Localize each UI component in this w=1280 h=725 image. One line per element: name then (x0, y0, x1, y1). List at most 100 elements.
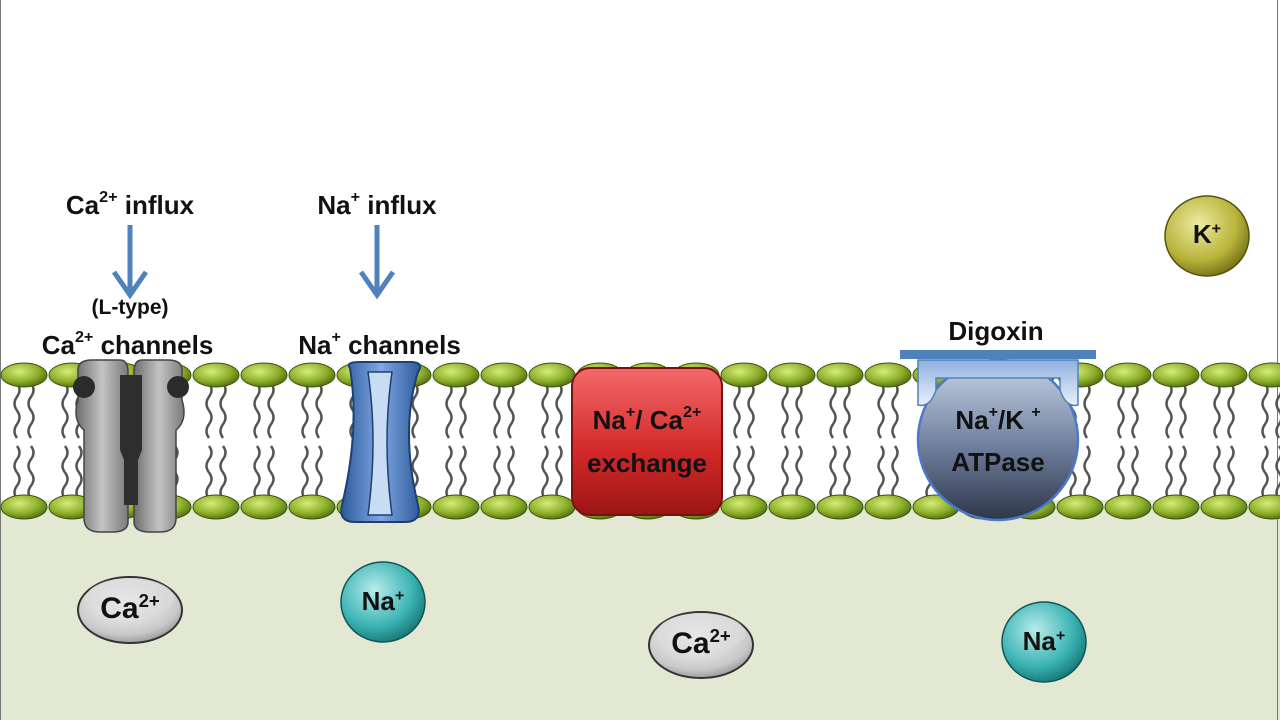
lipid-tail (461, 383, 466, 438)
lipid-head (481, 495, 527, 519)
lipid-head (865, 495, 911, 519)
exchanger-label-line1: Na+/ Ca2+ (572, 405, 722, 436)
lipid-head (721, 363, 767, 387)
lipid-tail (1085, 383, 1090, 438)
lipid-tail (1263, 383, 1268, 438)
lipid-head (865, 363, 911, 387)
lipid-head (769, 363, 815, 387)
lipid-head (529, 495, 575, 519)
lipid-tail (207, 446, 212, 499)
lipid-head (193, 363, 239, 387)
lipid-tail (543, 446, 548, 499)
lipid-head (1249, 363, 1280, 387)
ca-ion-2-label: Ca2+ (655, 627, 747, 661)
digoxin-bar (900, 350, 1096, 359)
lipid-head (817, 363, 863, 387)
atpase-label-line2: ATPase (928, 447, 1068, 478)
na-channel (341, 362, 420, 522)
cytoplasm-region (0, 500, 1280, 720)
lipid-tail (783, 446, 788, 499)
lipid-head (1, 363, 47, 387)
lipid-tail (1263, 446, 1268, 499)
lipid-tail (557, 383, 562, 438)
lipid-head (193, 495, 239, 519)
lipid-tail (509, 446, 514, 499)
lipid-tail (63, 446, 68, 499)
lipid-tail (15, 383, 20, 438)
ca-channels-label: Ca2+ channels (20, 330, 235, 361)
lipid-tail (1167, 383, 1172, 438)
lipid-tail (269, 446, 274, 499)
lipid-head (1057, 495, 1103, 519)
lipid-head (1201, 495, 1247, 519)
lipid-tail (1119, 446, 1124, 499)
lipid-tail (797, 446, 802, 499)
lipid-tail (303, 383, 308, 438)
lipid-tail (1215, 446, 1220, 499)
lipid-head (769, 495, 815, 519)
lipid-head (1, 495, 47, 519)
lipid-tail (1167, 446, 1172, 499)
lipid-head (1153, 495, 1199, 519)
lipid-tail (893, 383, 898, 438)
lipid-tail (557, 446, 562, 499)
ca-influx-label: Ca2+ influx (50, 190, 210, 221)
lipid-head (721, 495, 767, 519)
lipid-tail (1215, 383, 1220, 438)
na-ion-2-label: Na+ (1004, 626, 1084, 657)
lipid-tail (1133, 383, 1138, 438)
lipid-head (289, 495, 335, 519)
lipid-tail (1181, 383, 1186, 438)
lipid-tail (735, 446, 740, 499)
lipid-tail (1229, 383, 1234, 438)
lipid-tail (15, 446, 20, 499)
ca-ion-1-label: Ca2+ (84, 592, 176, 626)
lipid-tail (509, 383, 514, 438)
lipid-tail (1119, 383, 1124, 438)
na-ca-exchanger-box (572, 368, 722, 515)
lipid-head (1201, 363, 1247, 387)
lipid-head (817, 495, 863, 519)
lipid-tail (77, 446, 82, 499)
lipid-tail (221, 383, 226, 438)
l-type-label: (L-type) (70, 296, 190, 320)
lipid-head (1153, 363, 1199, 387)
lipid-tail (831, 383, 836, 438)
digoxin-label: Digoxin (926, 316, 1066, 347)
k-ion-label: K+ (1172, 219, 1242, 250)
lipid-tail (543, 383, 548, 438)
lipid-tail (447, 383, 452, 438)
lipid-head (241, 363, 287, 387)
lipid-tail (783, 383, 788, 438)
lipid-tail (495, 383, 500, 438)
lipid-tail (845, 383, 850, 438)
lipid-tail (495, 446, 500, 499)
lipid-tail (749, 446, 754, 499)
lipid-tail (317, 446, 322, 499)
lipid-tail (879, 383, 884, 438)
lipid-tail (221, 446, 226, 499)
lipid-tail (735, 383, 740, 438)
atpase-label-line1: Na+/K + (928, 405, 1068, 436)
na-channels-label: Na+ channels (277, 330, 482, 361)
lipid-head (289, 363, 335, 387)
lipid-tail (461, 446, 466, 499)
lipid-head (241, 495, 287, 519)
lipid-head (1105, 495, 1151, 519)
lipid-tail (29, 383, 34, 438)
lipid-tail (255, 383, 260, 438)
lipid-tail (845, 446, 850, 499)
na-influx-label: Na+ influx (297, 190, 457, 221)
lipid-tail (1133, 446, 1138, 499)
lipid-head (433, 495, 479, 519)
lipid-tail (1229, 446, 1234, 499)
lipid-tail (749, 383, 754, 438)
lipid-tail (831, 446, 836, 499)
na-k-atpase-body (918, 360, 1078, 520)
lipid-tail (447, 446, 452, 499)
lipid-tail (63, 383, 68, 438)
lipid-tail (893, 446, 898, 499)
lipid-head (1105, 363, 1151, 387)
lipid-tail (255, 446, 260, 499)
